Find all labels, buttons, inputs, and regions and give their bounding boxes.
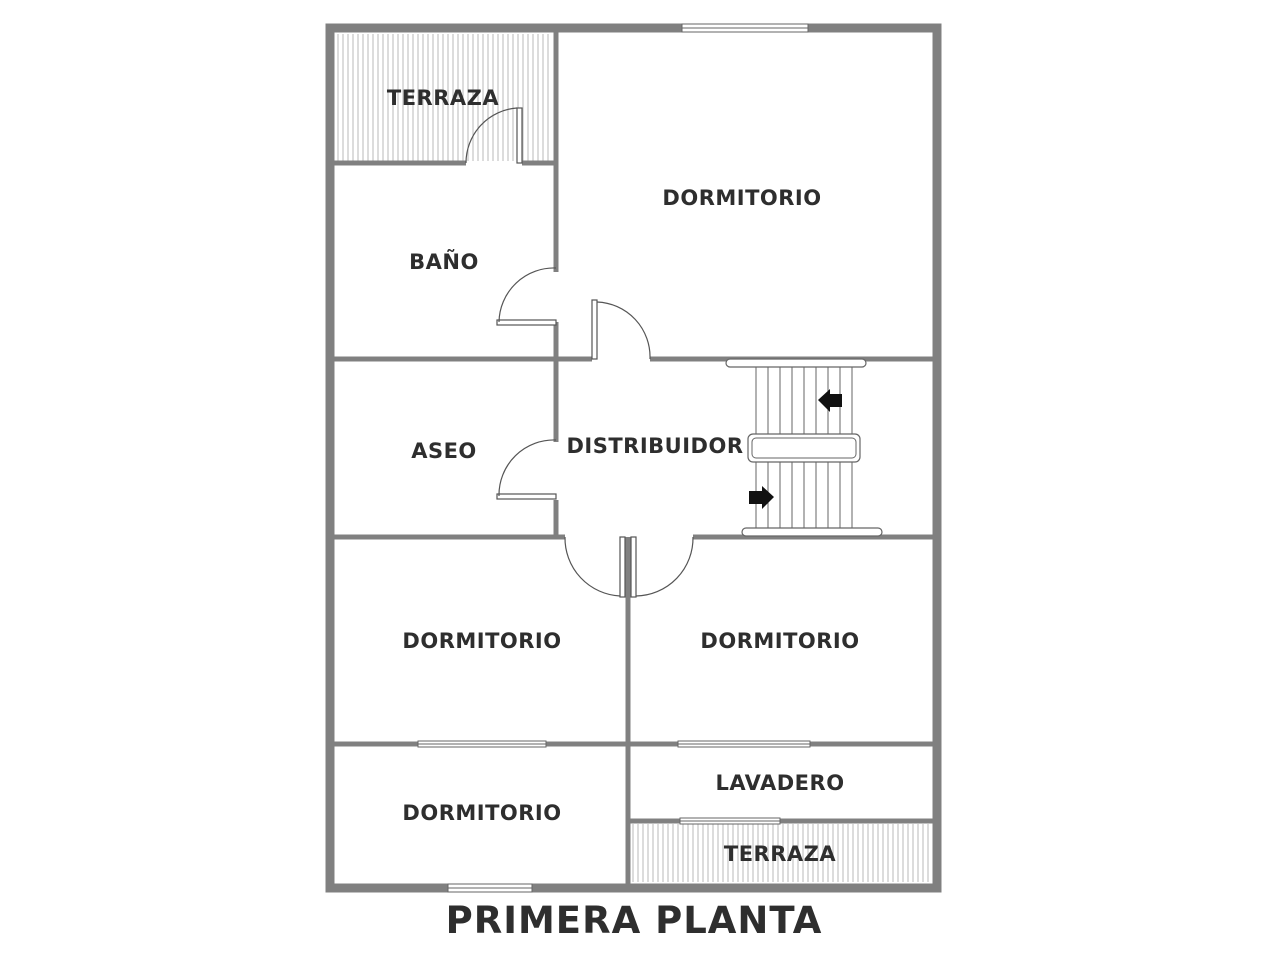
room-label-aseo: ASEO (411, 439, 477, 463)
door-dormitorio-left (564, 536, 626, 598)
room-label-dormitorio-main: DORMITORIO (662, 186, 821, 210)
door-dormitorio-right (630, 536, 694, 598)
door-terraza-top (465, 107, 523, 164)
room-label-lavadero: LAVADERO (715, 771, 844, 795)
windows (417, 23, 811, 893)
room-label-dormitorio-bottom: DORMITORIO (402, 801, 561, 825)
room-label-terraza-bottom: TERRAZA (724, 842, 836, 866)
room-label-bano: BAÑO (409, 249, 479, 274)
outer-wall (325, 23, 942, 893)
doors (465, 107, 694, 598)
plan-title: PRIMERA PLANTA (446, 899, 823, 942)
room-label-distribuidor: DISTRIBUIDOR (566, 434, 743, 458)
staircase (725, 358, 883, 537)
room-label-dormitorio-right: DORMITORIO (700, 629, 859, 653)
door-dormitorio-main (591, 299, 651, 360)
door-aseo (496, 439, 557, 500)
stair-arrow-left-icon (818, 389, 842, 412)
room-label-dormitorio-left: DORMITORIO (402, 629, 561, 653)
stair-arrow-right-icon (749, 486, 774, 509)
terrace-hatch-top (337, 34, 549, 161)
door-bano (496, 267, 557, 326)
terrace-hatch-bottom (632, 824, 929, 882)
room-label-terraza-top: TERRAZA (387, 86, 499, 110)
